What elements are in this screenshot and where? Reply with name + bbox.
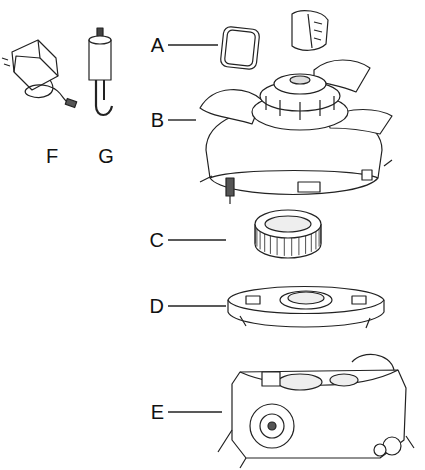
base-plate: [228, 287, 384, 329]
power-adapter: [2, 40, 77, 108]
filter-ring: [255, 210, 321, 258]
part-letter: F: [46, 146, 58, 166]
robot-body: [218, 354, 414, 468]
part-letter: C: [150, 230, 164, 250]
top-cover: [200, 60, 392, 204]
hook-tool: [89, 28, 112, 115]
filter-caps: [220, 11, 328, 70]
part-letter: B: [151, 110, 164, 130]
part-letter: G: [98, 146, 114, 166]
part-letter: A: [151, 35, 164, 55]
part-letter: D: [150, 296, 164, 316]
part-letter: E: [151, 402, 164, 422]
